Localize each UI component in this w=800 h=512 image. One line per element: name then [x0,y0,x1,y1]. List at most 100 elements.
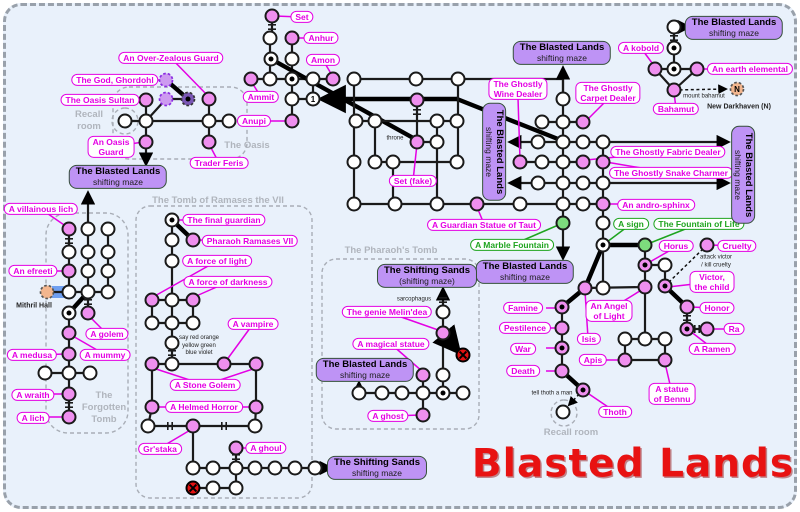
room-node [367,113,383,129]
room-node [264,8,280,24]
room-connection [567,389,584,407]
map-border-frame [3,3,797,509]
room-node [61,365,77,381]
label-pointer [605,161,672,174]
room-node [534,114,550,130]
maze-tick [84,298,92,306]
room-node [61,305,77,321]
label-pointer [225,323,254,362]
label-pointer [40,208,68,228]
room-node [555,215,571,231]
room-connection [454,96,566,144]
room-node [307,460,323,476]
room-node [429,134,445,150]
room-node [201,91,217,107]
room-node [100,284,116,300]
room-connection [673,84,728,95]
room-node [555,134,571,150]
room-node [554,363,570,379]
label-pointer [511,222,564,246]
room-node [80,263,96,279]
room-node [80,305,96,321]
room-node [555,114,571,130]
room-node [144,315,160,331]
room-node [144,292,160,308]
room-node [409,92,425,108]
room-node [689,61,705,77]
room-node [348,113,364,129]
room-node [554,299,570,315]
room-node [185,460,201,476]
room-node [530,175,546,191]
room-node [554,340,570,356]
room-node [138,134,154,150]
room-node [164,212,180,228]
room-node [575,114,591,130]
room-node [284,113,300,129]
region-outline [550,399,578,427]
room-node [657,257,673,273]
room-node [164,253,180,269]
room-node [554,320,570,336]
room-node [657,278,673,294]
maze-tick [65,401,73,409]
room-node [144,356,160,372]
room-nodes: 1N [37,8,745,496]
label-pointer [386,311,442,332]
room-node [61,346,77,362]
label-pointer [32,353,67,356]
label-pointer [517,97,521,161]
room-node [80,244,96,260]
room-node [637,257,653,273]
room-node [185,480,201,496]
label-pointer [412,143,418,182]
room-node [595,237,611,253]
room-node [185,315,201,331]
room-node [201,134,217,150]
room-node [409,134,425,150]
room-node [435,325,451,341]
maze-tick [168,349,176,357]
maze-break-ticks [65,23,701,461]
room-node [243,71,259,87]
room-node [287,460,303,476]
room-node [61,386,77,402]
label-pointer [159,428,193,449]
room-node [247,418,263,434]
room-node [575,382,591,398]
room-node [305,71,321,87]
room-node [346,154,362,170]
room-node [205,480,221,496]
room-node [385,154,401,170]
room-node [164,292,180,308]
room-node [164,356,180,372]
room-connection [584,285,646,290]
maze-tick [670,34,678,42]
room-node [577,280,593,296]
room-node [394,385,410,401]
maze-tick [65,237,73,245]
room-node [138,113,154,129]
room-node [39,284,55,300]
maze-tick [268,23,276,31]
room-node [61,221,77,237]
room-node [699,321,715,337]
room-node [555,196,571,212]
label-pointer [585,391,615,412]
room-node [284,91,300,107]
room-node [263,51,279,67]
room-node [346,196,362,212]
room-node [164,335,180,351]
room-node [262,30,278,46]
room-node [80,221,96,237]
room-node [666,82,682,98]
region-outlines [45,86,578,499]
room-node [595,215,611,231]
room-node [228,480,244,496]
room-node [387,196,403,212]
room-node [555,91,571,107]
room-node [158,72,174,88]
room-node [267,460,283,476]
room-node [449,154,465,170]
